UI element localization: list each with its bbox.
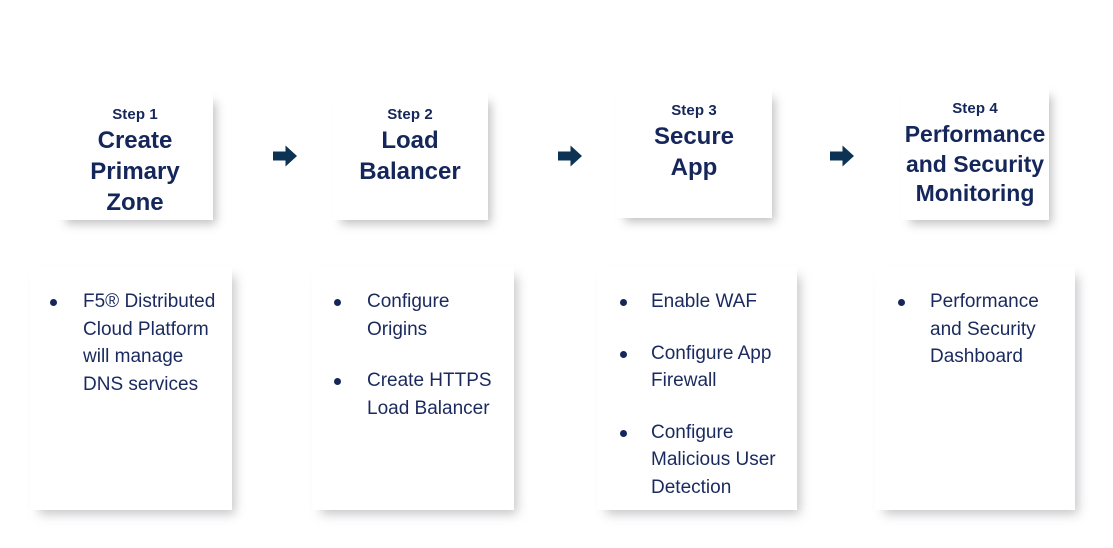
step-details-panel-1: F5® Distributed Cloud Platform will mana…: [30, 266, 232, 510]
list-item: Performance and Security Dashboard: [885, 288, 1065, 371]
bullet-list-4: Performance and Security Dashboard: [885, 288, 1065, 371]
step-card-1[interactable]: Step 1 Create Primary Zone: [57, 92, 213, 220]
list-item: Configure Origins: [322, 288, 504, 343]
bullet-text: Configure Malicious User Detection: [651, 421, 776, 498]
step-card-3[interactable]: Step 3 Secure App: [616, 88, 772, 218]
step-details-panel-3: Enable WAF Configure App Firewall Config…: [597, 266, 797, 510]
step-eyebrow-3: Step 3: [671, 102, 717, 119]
step-card-2[interactable]: Step 2 Load Balancer: [332, 92, 488, 220]
list-item: Enable WAF: [607, 288, 787, 316]
bullet-list-3: Enable WAF Configure App Firewall Config…: [607, 288, 787, 501]
bullet-text: F5® Distributed Cloud Platform will mana…: [83, 291, 216, 395]
step-details-panel-2: Configure Origins Create HTTPS Load Bala…: [312, 266, 514, 510]
bullet-dot-icon: [50, 299, 57, 306]
bullet-dot-icon: [620, 350, 627, 358]
step-title-2: Load Balancer: [359, 127, 461, 186]
step-title-3: Secure App: [653, 123, 735, 182]
bullet-dot-icon: [620, 299, 627, 306]
bullet-dot-icon: [334, 299, 341, 306]
arrow-right-icon: [830, 145, 854, 167]
bullet-text: Configure App Firewall: [651, 342, 772, 392]
bullet-list-2: Configure Origins Create HTTPS Load Bala…: [322, 288, 504, 422]
list-item: F5® Distributed Cloud Platform will mana…: [40, 288, 222, 398]
bullet-text: Configure Origins: [367, 291, 450, 340]
bullet-text: Enable WAF: [651, 291, 757, 312]
step-title-4: Performance and Security Monitoring: [904, 121, 1046, 207]
step-details-panel-4: Performance and Security Dashboard: [875, 266, 1075, 510]
arrow-right-icon: [273, 145, 297, 167]
bullet-text: Create HTTPS Load Balancer: [367, 370, 492, 419]
step-eyebrow-4: Step 4: [952, 100, 998, 117]
list-item: Configure Malicious User Detection: [607, 419, 787, 502]
step-card-4[interactable]: Step 4 Performance and Security Monitori…: [901, 86, 1049, 220]
bullet-dot-icon: [334, 378, 341, 386]
bullet-dot-icon: [898, 299, 905, 306]
bullet-dot-icon: [620, 429, 627, 437]
step-eyebrow-1: Step 1: [112, 106, 158, 123]
arrow-right-icon: [558, 145, 582, 167]
step-title-1: Create Primary Zone: [90, 127, 180, 216]
bullet-list-1: F5® Distributed Cloud Platform will mana…: [40, 288, 222, 398]
step-eyebrow-2: Step 2: [387, 106, 433, 123]
bullet-text: Performance and Security Dashboard: [930, 291, 1039, 368]
list-item: Configure App Firewall: [607, 340, 787, 395]
list-item: Create HTTPS Load Balancer: [322, 367, 504, 422]
